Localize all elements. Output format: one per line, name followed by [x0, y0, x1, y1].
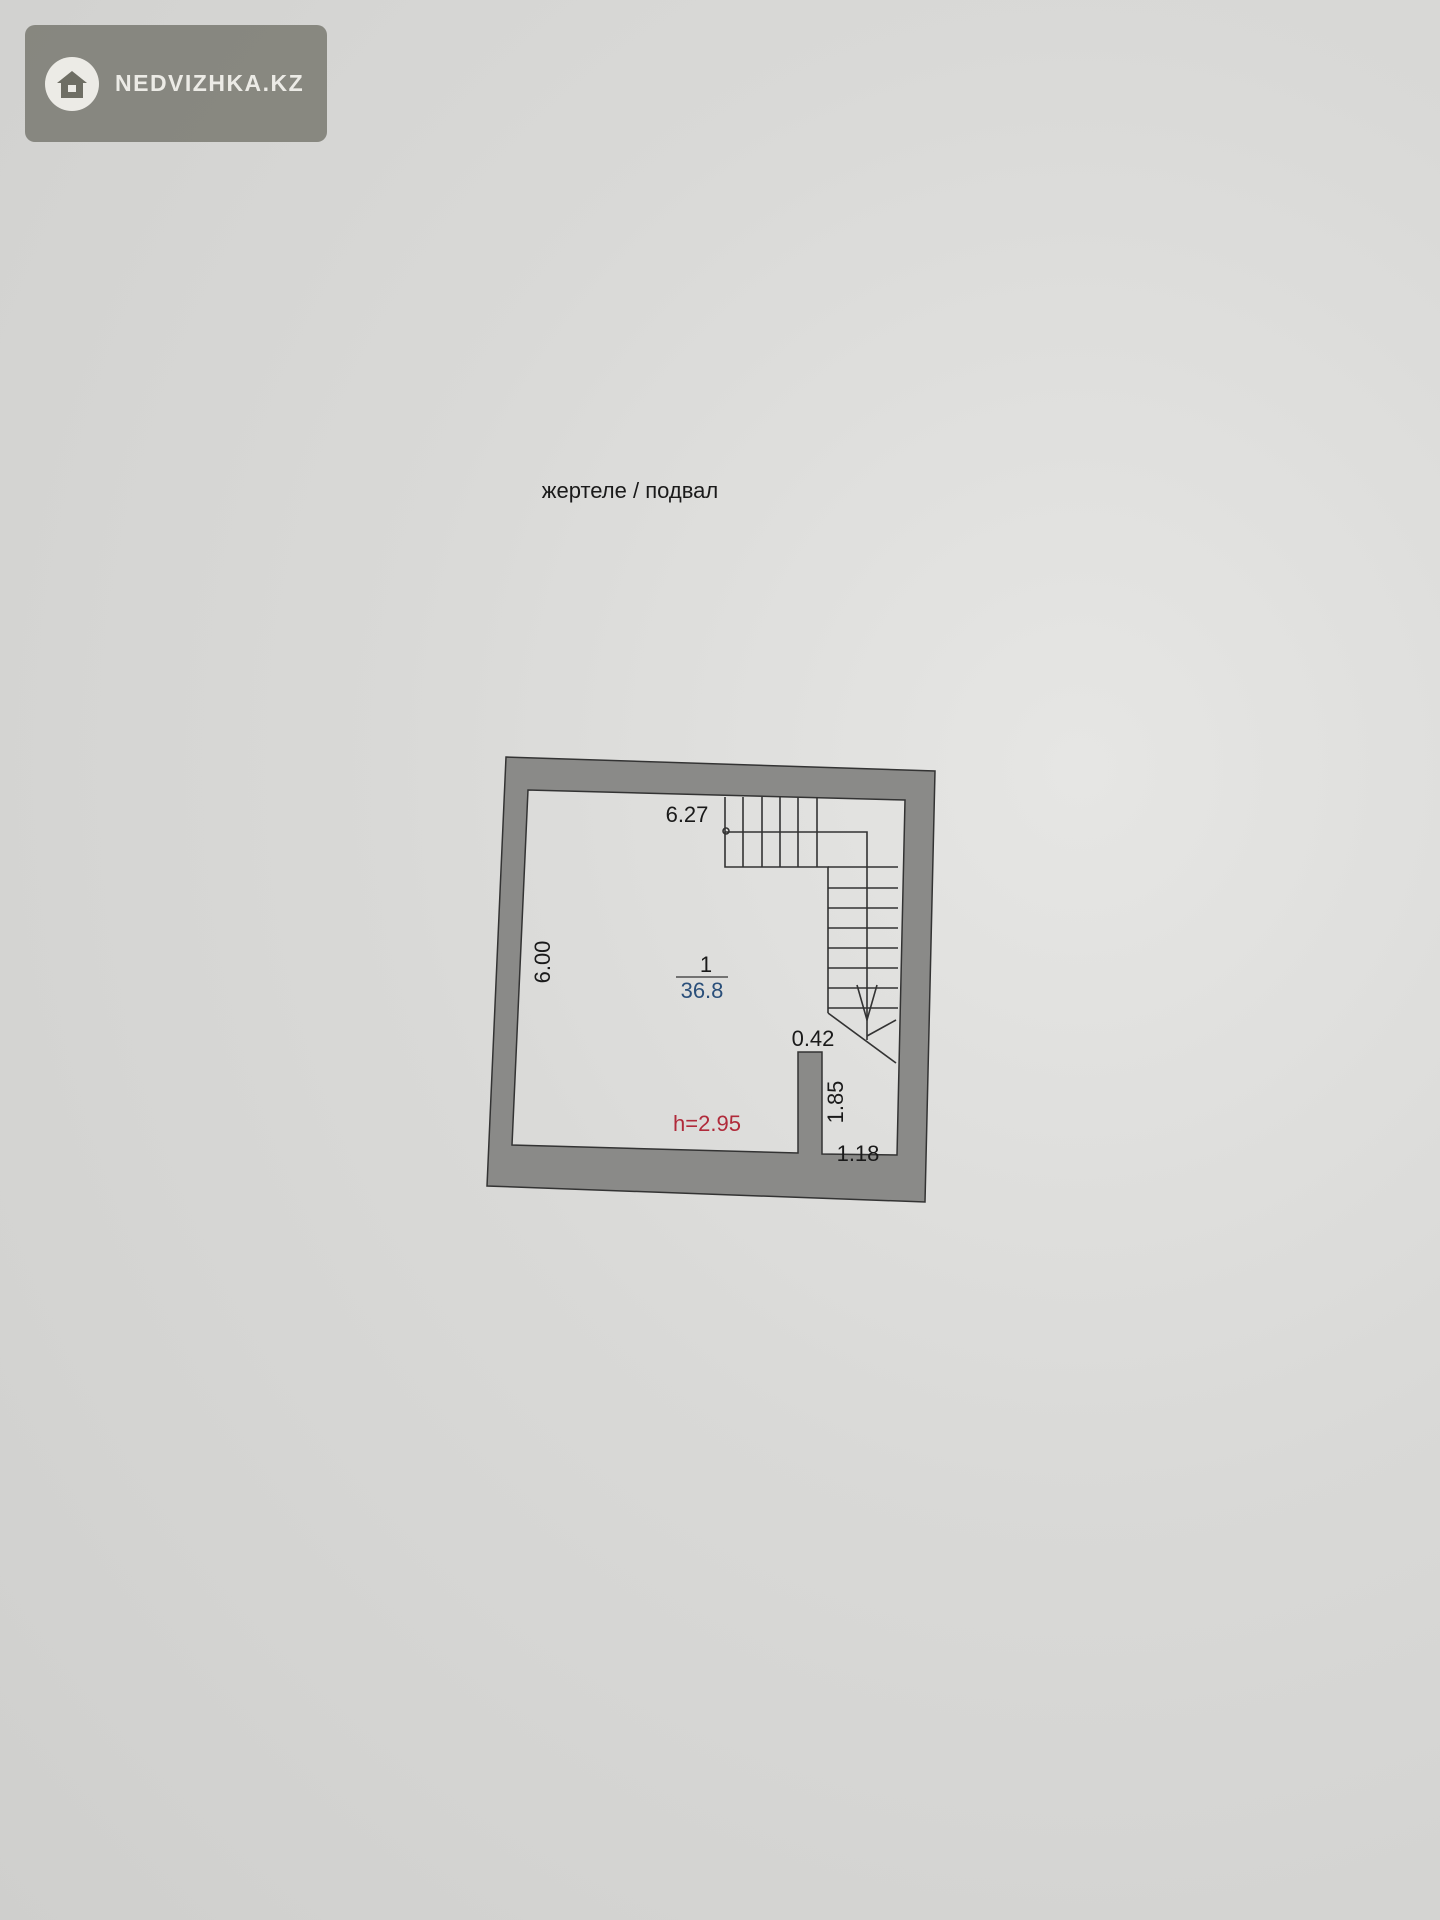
watermark-text: NEDVIZHKA.KZ — [115, 70, 305, 96]
dimension-left: 6.00 — [530, 941, 555, 984]
staircase — [722, 797, 898, 1064]
dimension-niche-width: 1.18 — [837, 1141, 880, 1166]
watermark-logo: NEDVIZHKA.KZ — [25, 25, 327, 142]
room-number: 1 — [700, 952, 712, 977]
outer-walls — [486, 756, 936, 1203]
dimension-top: 6.27 — [666, 802, 709, 827]
room-area: 36.8 — [681, 978, 724, 1003]
dimension-opening: 0.42 — [792, 1026, 835, 1051]
plan-title: жертеле / подвал — [542, 478, 718, 503]
dimension-niche-height: 1.85 — [823, 1081, 848, 1124]
house-icon — [45, 56, 99, 111]
ceiling-height: h=2.95 — [673, 1111, 741, 1136]
